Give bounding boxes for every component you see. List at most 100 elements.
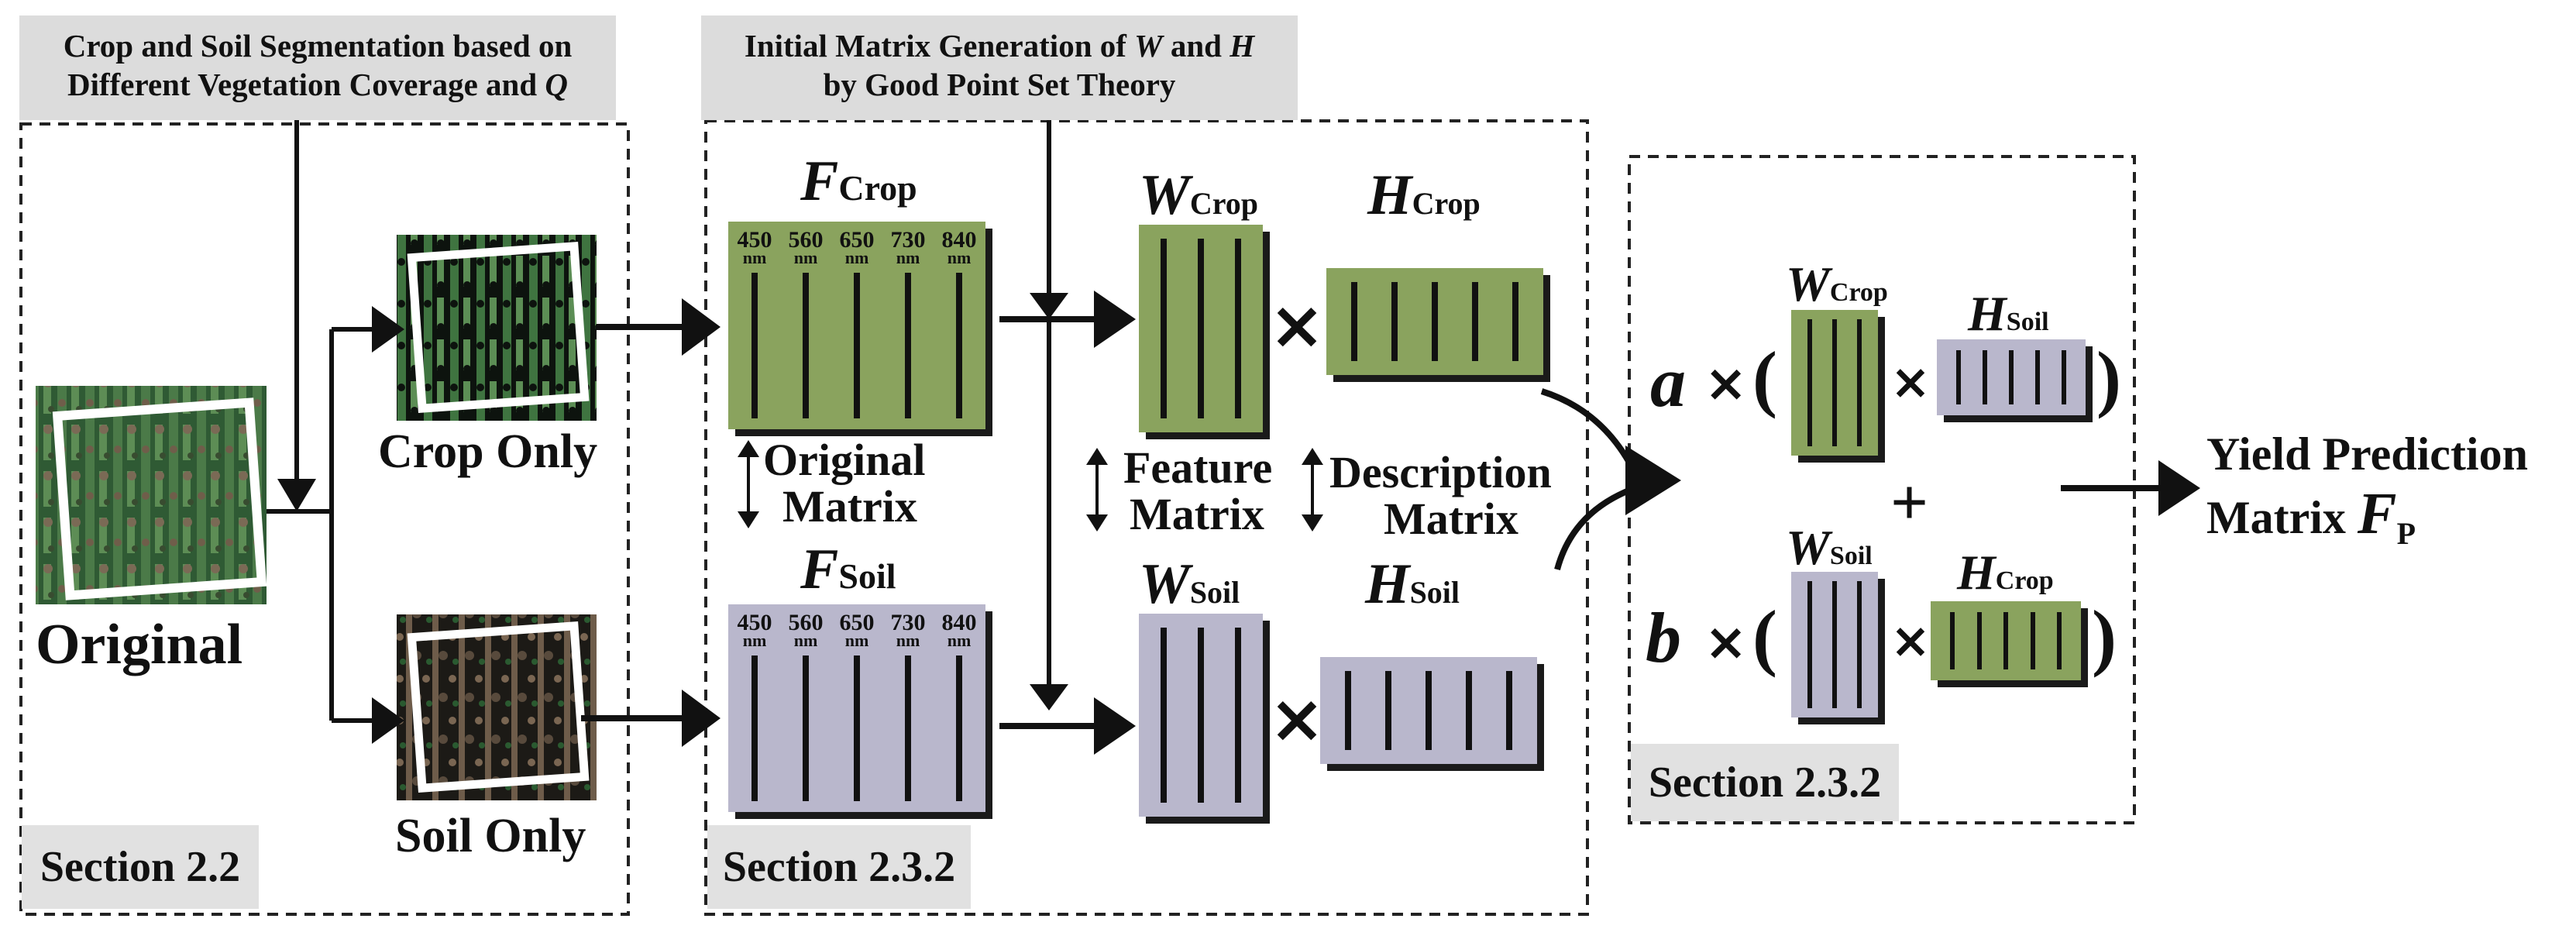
label-original-matrix-1: Original (763, 435, 926, 485)
w-crop-title: WCrop (1139, 163, 1258, 229)
w-soil-matrix-bar (1235, 628, 1241, 803)
header-initial-matrix: Initial Matrix Generation of W and H by … (701, 15, 1298, 120)
times-crop: × (1269, 287, 1326, 364)
h-soil-letter: H (1365, 552, 1410, 616)
w-crop-matrix (1139, 225, 1263, 432)
yield-matrix-word: Matrix (2206, 492, 2346, 543)
label-description-matrix-2: Matrix (1384, 494, 1518, 544)
pred-h-crop-matrix-bar (2030, 612, 2035, 669)
pred-w-crop-sub: Crop (1829, 278, 1888, 307)
wavelength-unit: nm (742, 631, 767, 650)
label-soil-only: Soil Only (395, 810, 586, 862)
f-crop-matrix-bar (854, 273, 860, 418)
pred-h-soil-matrix-bar (2062, 350, 2066, 404)
f-crop-sub: Crop (838, 168, 917, 208)
w-soil-letter: W (1139, 552, 1190, 616)
f-soil-letter: F (800, 538, 839, 601)
label-feature-matrix-2: Matrix (1130, 489, 1264, 539)
wavelength-unit: nm (947, 631, 972, 650)
pred-h-crop-matrix-bar (1950, 612, 1955, 669)
times-soil: × (1269, 680, 1326, 758)
wavelength-unit: nm (896, 248, 920, 267)
arrow-to-f-crop (682, 298, 721, 356)
pred-h-crop-title: HCrop (1957, 544, 2054, 601)
arrow-head (277, 479, 316, 511)
h-soil-matrix-bar (1426, 671, 1432, 750)
header-segmentation-line2-text: Different Vegetation Coverage and (67, 67, 538, 102)
wavelength-unit: nm (793, 248, 818, 267)
header-w: W (1134, 28, 1163, 64)
w-crop-matrix-bar (1198, 239, 1204, 418)
header-and: and (1170, 28, 1222, 64)
f-crop-matrix-bar (956, 273, 962, 418)
wavelength-unit: nm (896, 631, 920, 650)
header-h: H (1230, 28, 1255, 64)
coef-a: a (1650, 342, 1686, 421)
wavelength-label: 840 (941, 227, 977, 253)
f-crop-matrix-bar (803, 273, 809, 418)
f-crop-matrix-bar (751, 273, 758, 418)
wavelength-label: 730 (890, 227, 926, 253)
pred-w-soil-title: WSoil (1786, 519, 1873, 576)
h-crop-letter: H (1367, 163, 1412, 227)
label-description-matrix-1: Description (1329, 447, 1552, 497)
pred-h-soil-letter: H (1968, 286, 2007, 341)
yield-label-1: Yield Prediction (2206, 428, 2528, 480)
f-crop-title: FCrop (800, 149, 917, 215)
pred-w-soil-matrix-bar (1857, 581, 1862, 708)
coef-b: b (1646, 598, 1681, 677)
times-a: × (1704, 353, 1748, 413)
wavelength-label: 450 (737, 227, 772, 253)
h-crop-matrix-bar (1432, 282, 1438, 361)
pred-h-crop-letter: H (1957, 545, 1996, 600)
f-soil-matrix-bar (751, 655, 758, 801)
original-photo-frame (52, 397, 267, 600)
header-initial-matrix-line1: Initial Matrix Generation of W and H (701, 26, 1298, 65)
yield-p: P (2396, 516, 2416, 551)
wavelength-label: 650 (839, 227, 875, 253)
h-crop-matrix-bar (1472, 282, 1478, 361)
w-crop-matrix-bar (1161, 239, 1167, 418)
pred-h-crop-matrix-bar (2003, 612, 2008, 669)
header-segmentation: Crop and Soil Segmentation based on Diff… (19, 15, 616, 120)
pred-h-soil-matrix-bar (2009, 350, 2014, 404)
pred-w-crop-matrix-bar (1807, 319, 1812, 446)
wavelength-label: 450 (737, 610, 772, 635)
f-crop-matrix-bar (905, 273, 911, 418)
f-soil-matrix-bar (854, 655, 860, 801)
pred-h-soil-sub: Soil (2006, 308, 2049, 336)
pred-w-soil-letter: W (1786, 520, 1830, 575)
f-soil-title: FSoil (800, 537, 896, 603)
w-soil-matrix-bar (1198, 628, 1204, 803)
w-soil-title: WSoil (1139, 552, 1240, 618)
w-crop-letter: W (1139, 163, 1190, 227)
yield-f: F (2357, 481, 2397, 546)
wavelength-unit: nm (947, 248, 972, 267)
pred-w-crop-title: WCrop (1786, 256, 1888, 313)
h-crop-title: HCrop (1367, 163, 1481, 229)
label-original: Original (36, 613, 243, 676)
arrow-to-f-soil (682, 690, 721, 747)
pred-w-crop-matrix (1791, 310, 1878, 456)
wavelength-unit: nm (793, 631, 818, 650)
times-b: × (1704, 612, 1748, 672)
f-soil-matrix-bar (956, 655, 962, 801)
h-soil-title: HSoil (1365, 552, 1460, 618)
pred-h-crop-sub: Crop (1995, 566, 2054, 595)
wavelength-unit: nm (742, 248, 767, 267)
merge-arrow-head (1625, 446, 1681, 515)
pred-h-soil-matrix-bar (1956, 350, 1961, 404)
h-soil-matrix-bar (1345, 671, 1351, 750)
times-pred-1: × (1890, 353, 1931, 410)
pred-w-crop-letter: W (1786, 256, 1830, 311)
label-feature-matrix-1: Feature (1123, 442, 1273, 493)
f-soil-matrix-bar (803, 655, 809, 801)
pred-h-crop-matrix-bar (1976, 612, 1982, 669)
w-soil-matrix (1139, 614, 1263, 817)
pred-h-soil-matrix-bar (1983, 350, 1987, 404)
h-crop-matrix-bar (1512, 282, 1518, 361)
header-q: Q (545, 67, 569, 102)
plus-sign: + (1890, 465, 1929, 539)
